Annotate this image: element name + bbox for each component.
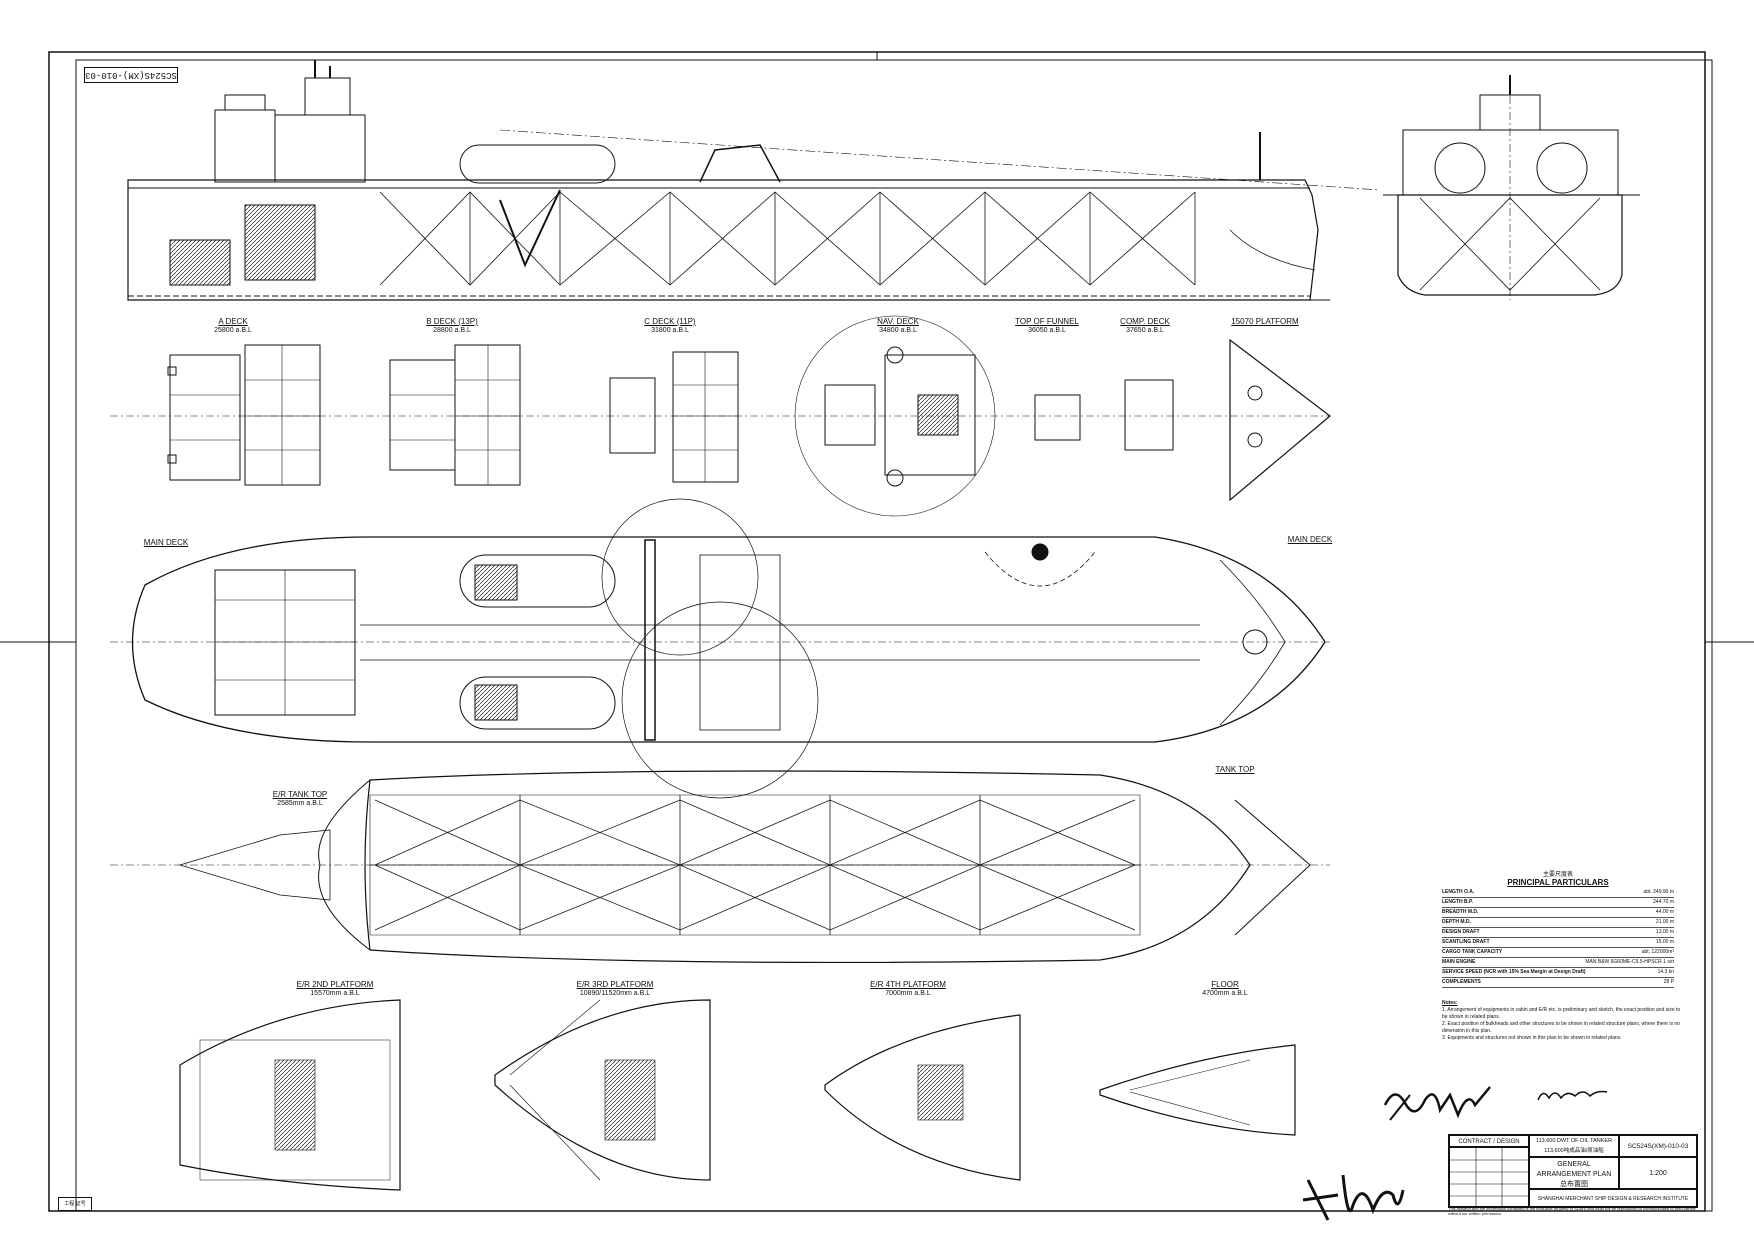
particulars-row-label: LENGTH O.A.	[1442, 889, 1475, 896]
signature-3	[1302, 1174, 1405, 1221]
er-platforms-row	[179, 999, 1296, 1191]
note-item: 1. Arrangement of equipments in cabin an…	[1442, 1007, 1681, 1020]
particulars-row: LENGTH O.A. abt. 249.90 m	[1442, 888, 1674, 899]
particulars-row-label: CARGO TANK CAPACITY	[1442, 949, 1503, 956]
inner-frame	[75, 59, 1713, 1212]
particulars-row-value: abt. 122000m³	[1641, 949, 1674, 956]
notes-block: Notes: 1. Arrangement of equipments in c…	[1442, 1000, 1682, 1042]
particulars-row: SERVICE SPEED (NCR with 15% Sea Margin a…	[1442, 968, 1674, 979]
signature-2	[1537, 1090, 1608, 1101]
particulars-row: LENGTH B.P. 244.70 m	[1442, 898, 1674, 909]
particulars-title-cn: 主要尺度表	[1542, 872, 1573, 878]
particulars-row-label: COMPLEMENTS	[1442, 979, 1481, 986]
note-item: 3. Equipments and structures not shown i…	[1442, 1035, 1622, 1041]
tb-contract: CONTRACT / DESIGN	[1449, 1135, 1529, 1147]
c-deck-label: C DECK (11P)31800 a.B.L	[644, 317, 696, 334]
particulars-title-en: PRINCIPAL PARTICULARS	[1507, 878, 1609, 887]
deck-plans-row	[110, 315, 1331, 517]
particulars-rows: LENGTH O.A. abt. 249.90 m LENGTH B.P. 244.7…	[1442, 888, 1674, 989]
particulars-row-value: MAN B&W 6G60ME-C9.5-HPSCR 1 set	[1585, 959, 1674, 966]
signature-1	[1383, 1086, 1491, 1121]
particulars-row-value: 44.00 m	[1655, 909, 1674, 916]
platform-15070-label: 15070 PLATFORM	[1231, 317, 1299, 326]
main-deck-label-left: MAIN DECK	[143, 538, 189, 547]
particulars-row: DEPTH M.D. 21.00 m	[1442, 918, 1674, 929]
particulars-row-value: 21.00 m	[1655, 919, 1674, 926]
particulars-row-label: BREADTH M.D.	[1442, 909, 1479, 916]
particulars-row: MAIN ENGINE MAN B&W 6G60ME-C9.5-HPSCR 1 s…	[1442, 958, 1674, 969]
notes-title: Notes:	[1442, 1000, 1458, 1006]
approval-grid-lines	[1450, 1148, 1528, 1206]
tb-company: SHANGHAI MERCHANT SHIP DESIGN & RESEARCH…	[1529, 1189, 1697, 1207]
midship-section	[1383, 75, 1640, 300]
note-item: 2. Exact position of bulkheads and other…	[1442, 1021, 1680, 1034]
particulars-row-value: 13.00 m	[1655, 929, 1674, 936]
title-block: CONTRACT / DESIGN 113,600 DWT OF OIL TAN…	[1448, 1134, 1698, 1208]
particulars-row-value: abt. 249.90 m	[1643, 889, 1674, 896]
main-deck-label-right: MAIN DECK	[1287, 535, 1333, 544]
particulars-row: COMPLEMENTS 28 P	[1442, 978, 1674, 989]
particulars-row-value: 15.00 m	[1655, 939, 1674, 946]
tank-top-label: TANK TOP	[1215, 765, 1255, 774]
particulars-row-label: LENGTH B.P.	[1442, 899, 1474, 906]
particulars-row: SCANTLING DRAFT 15.00 m	[1442, 938, 1674, 949]
particulars-row: BREADTH M.D. 44.00 m	[1442, 908, 1674, 919]
particulars-row-value: 28 P	[1663, 979, 1674, 986]
particulars-row-value: 244.70 m	[1653, 899, 1674, 906]
tb-drawing-no: SC524S(XM)-010-03	[1619, 1135, 1697, 1157]
particulars-row-label: SCANTLING DRAFT	[1442, 939, 1490, 946]
tb-approval-grid	[1449, 1147, 1529, 1207]
particulars-row-value: 14.3 kn	[1657, 969, 1674, 976]
profile-view	[127, 60, 1381, 301]
title-block-footer: This drawing and the information contain…	[1448, 1206, 1696, 1216]
particulars-row-label: DESIGN DRAFT	[1442, 929, 1480, 936]
tank-top-plan	[110, 770, 1330, 964]
particulars-row-label: DEPTH M.D.	[1442, 919, 1471, 926]
main-deck-plan	[110, 498, 1330, 799]
tb-scale: 1:200	[1619, 1157, 1697, 1189]
particulars-row: CARGO TANK CAPACITY abt. 122000m³	[1442, 948, 1674, 959]
b-deck-label: B DECK (13P)28800 a.B.L	[426, 317, 478, 334]
principal-particulars-table: 主要尺度表 PRINCIPAL PARTICULARS LENGTH O.A. a…	[1442, 872, 1674, 989]
particulars-row-label: MAIN ENGINE	[1442, 959, 1476, 966]
particulars-row-label: SERVICE SPEED (NCR with 15% Sea Margin a…	[1442, 969, 1586, 976]
notes-items: 1. Arrangement of equipments in cabin an…	[1442, 1007, 1682, 1042]
particulars-row: DESIGN DRAFT 13.00 m	[1442, 928, 1674, 939]
corner-tag: 工程 证号	[58, 1197, 92, 1211]
drawing-number-stamp: SC524S(XM)-010-03	[84, 67, 178, 83]
